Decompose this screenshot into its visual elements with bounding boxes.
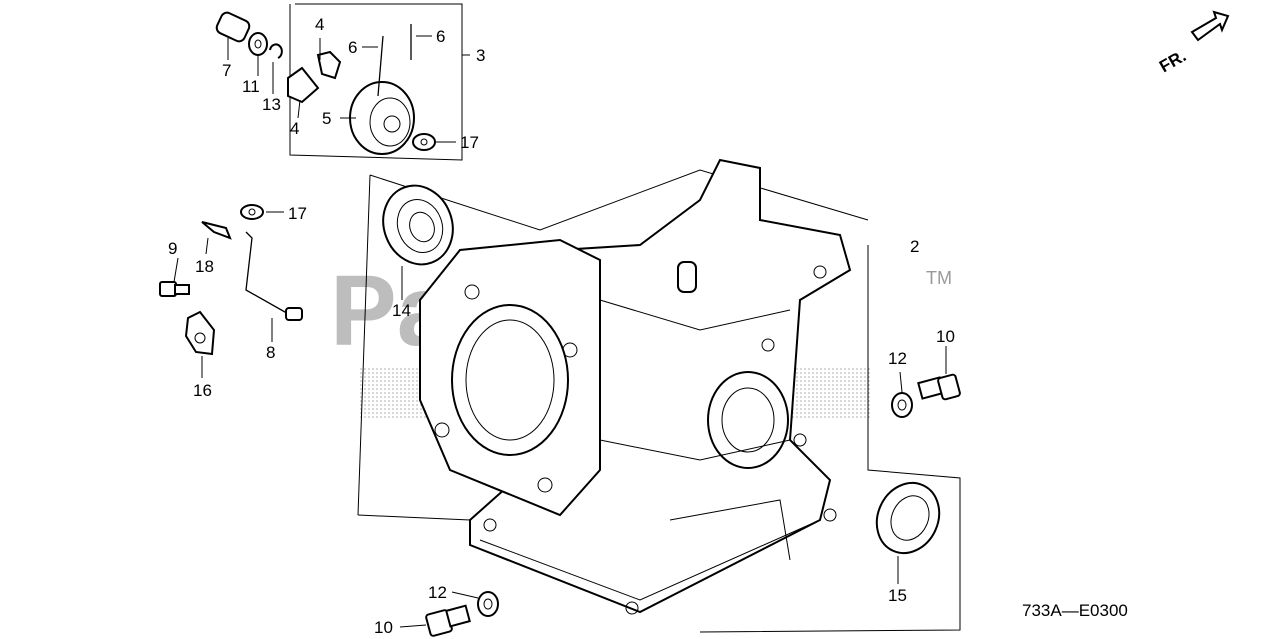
callout-13: 13 [262,95,281,114]
callout-10-bottom: 10 [374,618,393,637]
crank-journal-housing [707,371,789,469]
governor-arm-4-upper [316,50,342,80]
callout-14: 14 [392,301,411,320]
callout-16: 16 [193,381,212,400]
clip-18 [201,221,232,240]
callout-11: 11 [242,77,260,96]
drain-bolt-10-right [917,373,961,401]
bolt-9 [159,281,190,297]
cylinder-bore [451,304,569,456]
callout-6-left: 6 [348,38,357,57]
callout-4-lower: 4 [290,119,299,138]
leader-lines [173,35,947,628]
governor-weight-4-lower [287,66,320,104]
callout-17-upper: 17 [460,133,479,152]
crankcase-body [419,158,852,615]
washer-12-right [891,392,913,418]
bearing-14 [382,184,454,266]
clip-13 [269,43,283,59]
washer-11 [248,32,268,56]
callout-5: 5 [322,109,331,128]
dipstick-rod-8 [245,231,303,321]
front-direction-label: FR. [1156,46,1189,76]
callout-4-upper: 4 [315,15,324,34]
diagram-code: 733A—E0300 [1022,601,1128,620]
callout-7: 7 [222,61,231,80]
callout-9: 9 [168,239,177,258]
callout-2: 2 [910,237,919,256]
oil-seal-15 [875,481,941,555]
callout-labels: 7 11 13 4 4 6 6 3 5 17 17 18 9 8 16 14 2… [168,15,955,637]
washer-17-lower [240,204,264,220]
breather-boss [677,261,697,293]
callout-12-right: 12 [888,349,907,368]
clamp-16 [184,310,216,356]
washer-17-upper [412,133,436,151]
callout-17-lower: 17 [288,204,307,223]
pin-6-left [377,35,384,97]
callout-12-bottom: 12 [428,583,447,602]
drain-bolt-10-bottom [425,604,471,637]
callout-8: 8 [266,343,275,362]
front-direction-arrow: FR. [1156,10,1230,76]
crankcase-group-bracket [357,169,961,633]
governor-group-bracket [289,3,470,161]
callout-3: 3 [476,46,485,65]
callout-10-right: 10 [936,327,955,346]
governor-gear-5 [349,81,415,155]
callout-6-right: 6 [436,27,445,46]
watermark-tm: TM [926,268,952,288]
governor-holder-7 [215,11,251,43]
callout-18: 18 [195,257,214,276]
washer-12-bottom [477,591,499,617]
callout-15: 15 [888,586,907,605]
